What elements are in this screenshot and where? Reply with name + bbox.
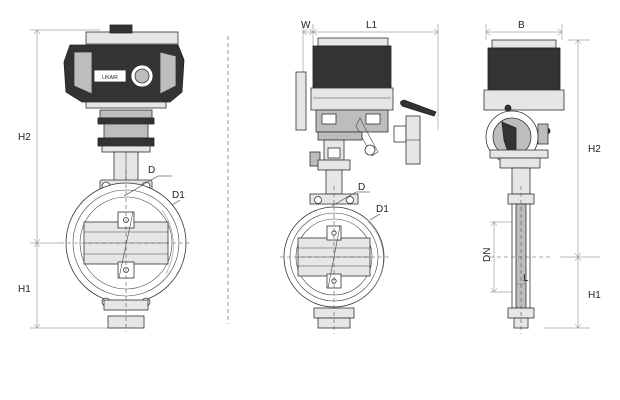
dim-label-h2-front: H2 xyxy=(18,132,31,143)
right-valve-body xyxy=(490,186,552,334)
side-handwheel-plate xyxy=(295,71,307,131)
front-bracket xyxy=(97,109,155,183)
front-view: LIKAIR xyxy=(18,24,192,332)
dim-label-d-front: D xyxy=(148,165,155,176)
dim-label-l: L xyxy=(523,273,529,284)
dim-label-h1-front: H1 xyxy=(18,284,31,295)
dim-label-h2-right: H2 xyxy=(588,144,601,155)
side-view: W L1 D D1 xyxy=(280,20,439,334)
right-view: B H2 DN L H1 xyxy=(482,20,601,334)
brand-plate-text: LIKAIR xyxy=(102,75,118,81)
front-actuator: LIKAIR xyxy=(63,24,185,109)
dim-label-d1-side: D1 xyxy=(376,204,389,215)
side-actuator xyxy=(310,37,437,165)
dim-label-l1: L1 xyxy=(366,20,378,31)
side-bracket xyxy=(309,131,363,195)
dim-label-d-side: D xyxy=(358,182,365,193)
dim-label-dn: DN xyxy=(482,248,493,262)
dim-label-w: W xyxy=(301,20,311,31)
dim-label-d1-front: D1 xyxy=(172,190,185,201)
right-actuator xyxy=(483,39,565,195)
dim-label-b: B xyxy=(518,20,525,31)
side-valve-body xyxy=(280,186,392,334)
front-valve-body xyxy=(60,170,192,332)
dim-label-h1-right: H1 xyxy=(588,290,601,301)
